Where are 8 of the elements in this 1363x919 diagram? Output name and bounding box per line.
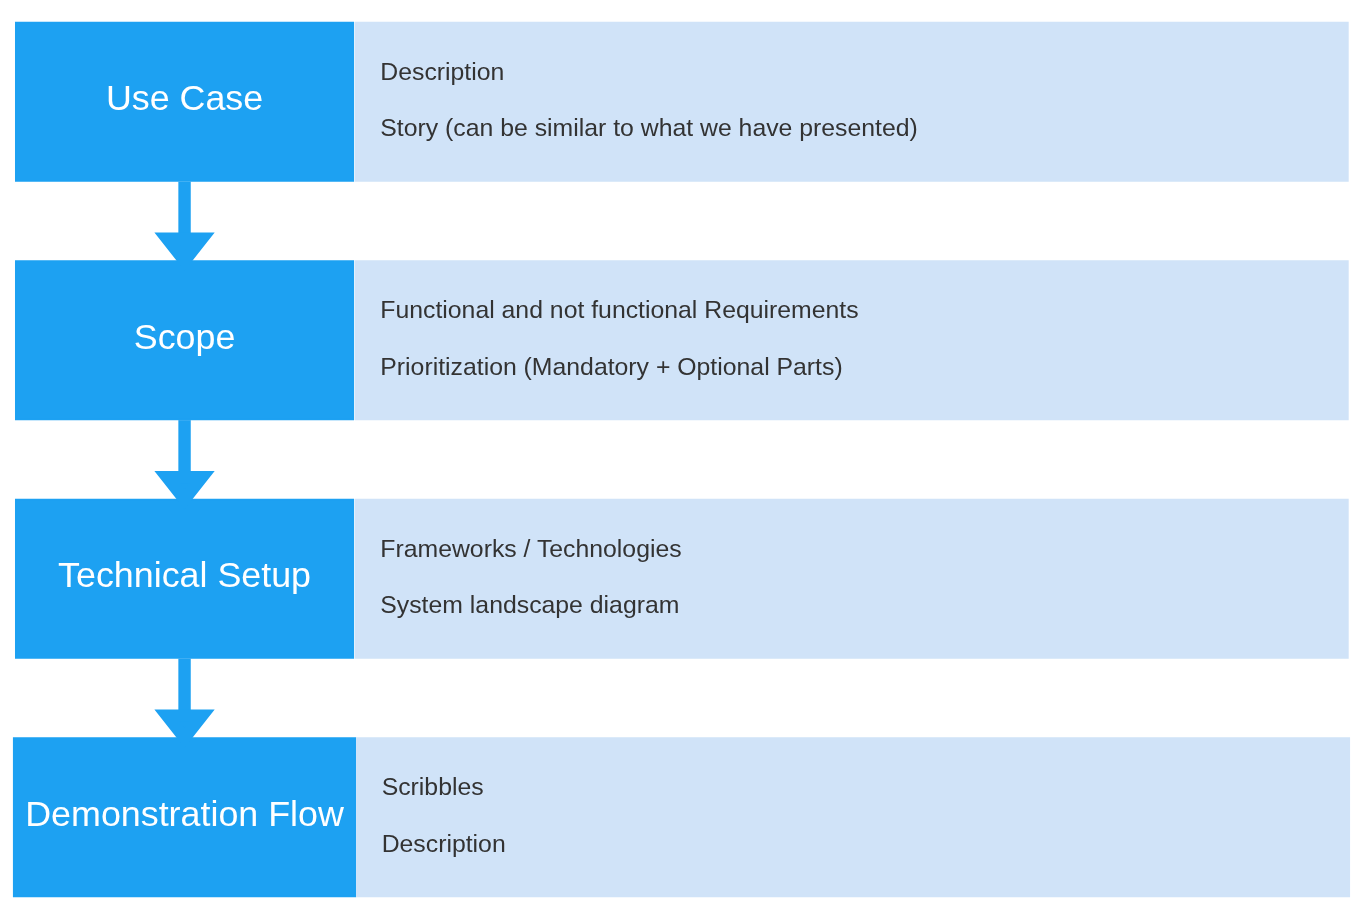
node-box: Description Story (can be similar to what we have presented) [354, 21, 1349, 182]
node-box: Functional and not functional Requirements Prioritization (Mandatory + Optional Parts) [354, 260, 1349, 421]
node-box: Frameworks / Technologies System landscape diagram [354, 498, 1349, 659]
node-box: Technical Setup [15, 498, 355, 659]
node-box: Use Case [15, 21, 355, 182]
node-box: Scribbles Description [356, 737, 1351, 898]
node-box: Scope [15, 260, 355, 421]
node-box: Demonstration Flow [12, 737, 357, 898]
